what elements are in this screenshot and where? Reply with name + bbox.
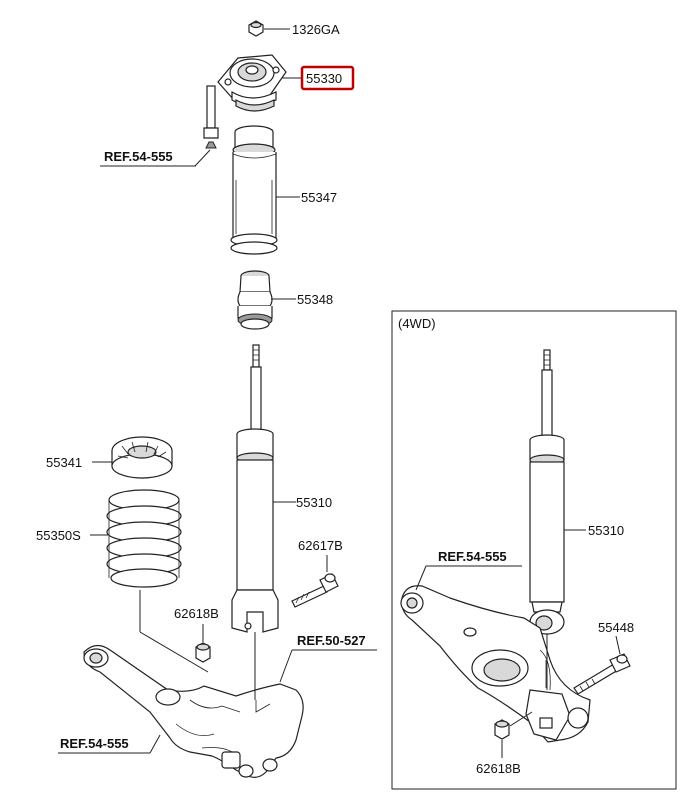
shock-absorber-part (231, 344, 279, 633)
top-nut-part (248, 20, 264, 37)
upper-pad-part (111, 436, 173, 479)
bump-stopper-part (237, 270, 273, 330)
inset-shock-absorber-part (529, 349, 565, 635)
label-upper-pad: 55341 (46, 455, 82, 470)
mount-bolt-part (203, 85, 219, 149)
label-coil-spring: 55350S (36, 528, 81, 543)
label-shock-absorber: 55310 (296, 495, 332, 510)
inset-lower-arm-part (400, 585, 591, 743)
bolt-part (291, 573, 339, 608)
label-bump-stopper: 55348 (297, 292, 333, 307)
nut-part (195, 642, 211, 663)
label-top-mount: 55330 (306, 71, 342, 86)
inset-title: (4WD) (398, 316, 436, 331)
dust-cover-part (230, 125, 278, 255)
lower-arm-knuckle-part (83, 644, 304, 778)
label-top-nut: 1326GA (292, 22, 340, 37)
label-dust-cover: 55347 (301, 190, 337, 205)
inset-ref-arm: REF.54-555 (438, 549, 507, 564)
highlight-box (300, 65, 355, 91)
ref-upper: REF.54-555 (104, 149, 173, 164)
label-bolt: 62617B (298, 538, 343, 553)
ref-knuckle: REF.50-527 (297, 633, 366, 648)
inset-frame (391, 310, 677, 790)
inset-nut-part (494, 719, 510, 740)
inset-label-shock-absorber: 55310 (588, 523, 624, 538)
top-mount-part (217, 54, 287, 112)
inset-label-bolt: 55448 (598, 620, 634, 635)
ref-lower: REF.54-555 (60, 736, 129, 751)
inset-bolt-part (573, 653, 631, 695)
coil-spring-part (106, 489, 182, 588)
inset-label-nut: 62618B (476, 761, 521, 776)
label-nut: 62618B (174, 606, 219, 621)
